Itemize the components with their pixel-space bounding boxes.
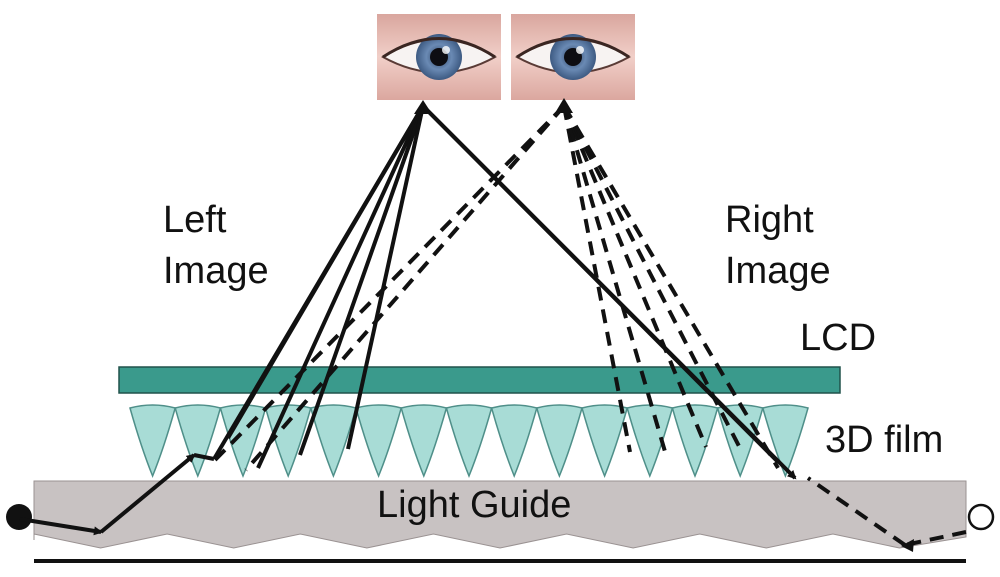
right-image-label-line1: Right (725, 199, 814, 241)
right-light-source-icon (967, 503, 995, 531)
film-prism (309, 404, 357, 479)
left-image-rays (19, 100, 797, 536)
right-image-rays (212, 98, 967, 552)
right-eye-icon (511, 14, 635, 100)
lcd-label: LCD (800, 317, 876, 359)
film-prism (535, 404, 583, 479)
light-guide (33, 480, 967, 549)
film-prism (581, 404, 629, 479)
left-light-source-icon (6, 504, 32, 530)
left-image-label-line1: Left (163, 199, 227, 241)
3d-film-label: 3D film (825, 419, 943, 461)
right-image-label-line2: Image (725, 250, 831, 292)
film-prism (761, 404, 809, 479)
left-image-label-line2: Image (163, 250, 269, 292)
film-prism (626, 404, 674, 479)
left-eye-icon (377, 14, 501, 100)
light-guide-label: Light Guide (377, 484, 571, 526)
film-prism (490, 404, 538, 479)
film-prism (174, 404, 222, 479)
film-prism (671, 404, 719, 479)
film-prism (445, 404, 493, 479)
film-prism (400, 404, 448, 479)
film-prism (355, 404, 403, 479)
film-prism (129, 404, 177, 479)
